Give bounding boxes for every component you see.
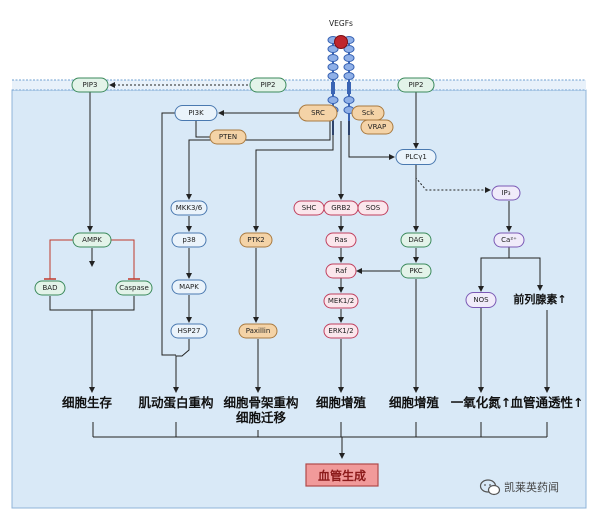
node-ptk2 bbox=[239, 232, 273, 248]
cell-membrane bbox=[12, 80, 586, 90]
angiogenesis-box bbox=[305, 463, 379, 487]
node-vrap bbox=[360, 119, 394, 135]
node-label-caspase: Caspase bbox=[119, 284, 149, 292]
edge-3 bbox=[195, 120, 210, 138]
node-label-sos: SOS bbox=[366, 204, 381, 212]
outcome-cell-proliferation-1: 细胞增殖 bbox=[316, 395, 367, 410]
node-pip2-right bbox=[397, 77, 435, 93]
node-mkk36 bbox=[170, 200, 208, 216]
edge-4 bbox=[186, 121, 331, 200]
node-label-plcg1: PLCγ1 bbox=[405, 153, 427, 161]
outcome-actin-remodeling: 肌动蛋白重构 bbox=[137, 395, 213, 410]
node-p38 bbox=[171, 232, 207, 248]
wechat-icon bbox=[479, 479, 501, 496]
node-label-mapk: MAPK bbox=[179, 283, 199, 291]
node-label-hsp27: HSP27 bbox=[178, 327, 201, 335]
edge-14 bbox=[173, 339, 190, 393]
node-bad bbox=[34, 280, 66, 296]
inhibit-edge-0 bbox=[49, 239, 73, 279]
node-ca bbox=[493, 232, 525, 248]
node-pip3 bbox=[71, 77, 109, 93]
outcome-cell-migration: 细胞迁移 bbox=[236, 410, 287, 425]
vegf-ligand-icon bbox=[334, 35, 348, 49]
node-label-p38: p38 bbox=[182, 236, 195, 244]
node-label-pkc: PKC bbox=[409, 267, 422, 275]
node-label-pip2-left: PIP2 bbox=[261, 81, 276, 89]
node-src bbox=[298, 104, 338, 122]
node-ip3 bbox=[491, 185, 521, 201]
node-label-pten: PTEN bbox=[219, 133, 237, 141]
node-label-mek12: MEK1/2 bbox=[328, 297, 354, 305]
node-label-ca: Ca²⁺ bbox=[501, 236, 517, 244]
edge-28 bbox=[509, 257, 543, 291]
node-label-bad: BAD bbox=[43, 284, 58, 292]
node-label-erk12: ERK1/2 bbox=[328, 327, 353, 335]
node-pi3k bbox=[174, 105, 218, 121]
node-label-vrap: VRAP bbox=[368, 123, 386, 131]
inhibit-edge-1 bbox=[111, 239, 135, 279]
node-raf bbox=[325, 263, 357, 279]
outcome-nitric-oxide: 一氧化氮↑ bbox=[451, 395, 511, 410]
outcome-vascular-permeability: 血管通透性↑ bbox=[511, 395, 584, 410]
node-label-shc: SHC bbox=[302, 204, 317, 212]
node-paxillin bbox=[238, 323, 278, 339]
node-label-ampk: AMPK bbox=[82, 236, 102, 244]
vegf-label: VEGFs bbox=[329, 19, 353, 28]
node-label-ras: Ras bbox=[335, 236, 348, 244]
node-erk12 bbox=[323, 323, 359, 339]
edge-27 bbox=[478, 247, 510, 292]
node-label-sck: Sck bbox=[362, 109, 375, 117]
node-label-grb2: GRB2 bbox=[331, 204, 351, 212]
edge-8 bbox=[161, 112, 176, 356]
node-mapk bbox=[171, 279, 207, 295]
edge-plcg1-ip3 bbox=[415, 165, 491, 193]
node-ras bbox=[325, 232, 357, 248]
node-pkc bbox=[400, 263, 432, 279]
edge-5 bbox=[253, 121, 334, 232]
node-mek12 bbox=[323, 293, 359, 309]
angiogenesis-label: 血管生成 bbox=[318, 468, 366, 483]
node-label-pi3k: PI3K bbox=[188, 109, 204, 117]
outcome-cell-proliferation-2: 细胞增殖 bbox=[389, 395, 440, 410]
node-ampk bbox=[72, 232, 112, 248]
node-label-dag: DAG bbox=[408, 236, 423, 244]
node-label-ip3: IP₃ bbox=[501, 189, 510, 197]
node-label-src: SRC bbox=[311, 109, 325, 117]
node-pten bbox=[209, 129, 247, 145]
edge-7 bbox=[348, 121, 395, 160]
node-label-pip3: PIP3 bbox=[83, 81, 98, 89]
node-label-ptk2: PTK2 bbox=[247, 236, 265, 244]
cell-interior bbox=[11, 89, 587, 509]
node-label-nos: NOS bbox=[473, 296, 489, 304]
outcome-cytoskeleton-remodeling: 细胞骨架重构 bbox=[223, 395, 298, 410]
watermark-text: 凯莱英药闻 bbox=[504, 480, 559, 494]
node-nos bbox=[465, 292, 497, 308]
node-plcg1 bbox=[395, 149, 437, 165]
node-caspase bbox=[115, 280, 153, 296]
node-label-paxillin: Paxillin bbox=[246, 327, 271, 335]
node-label-mkk36: MKK3/6 bbox=[176, 204, 203, 212]
node-label-raf: Raf bbox=[335, 267, 347, 275]
node-sos bbox=[357, 200, 389, 216]
node-label-pip2-right: PIP2 bbox=[409, 81, 424, 89]
outcome-cell-survival: 细胞生存 bbox=[62, 395, 113, 410]
node-hsp27 bbox=[170, 323, 208, 339]
node-dag bbox=[400, 232, 432, 248]
node-pip2-left bbox=[249, 77, 287, 93]
node-label-prostacyclin: 前列腺素↑ bbox=[513, 292, 566, 306]
pathway-edges bbox=[44, 82, 550, 459]
